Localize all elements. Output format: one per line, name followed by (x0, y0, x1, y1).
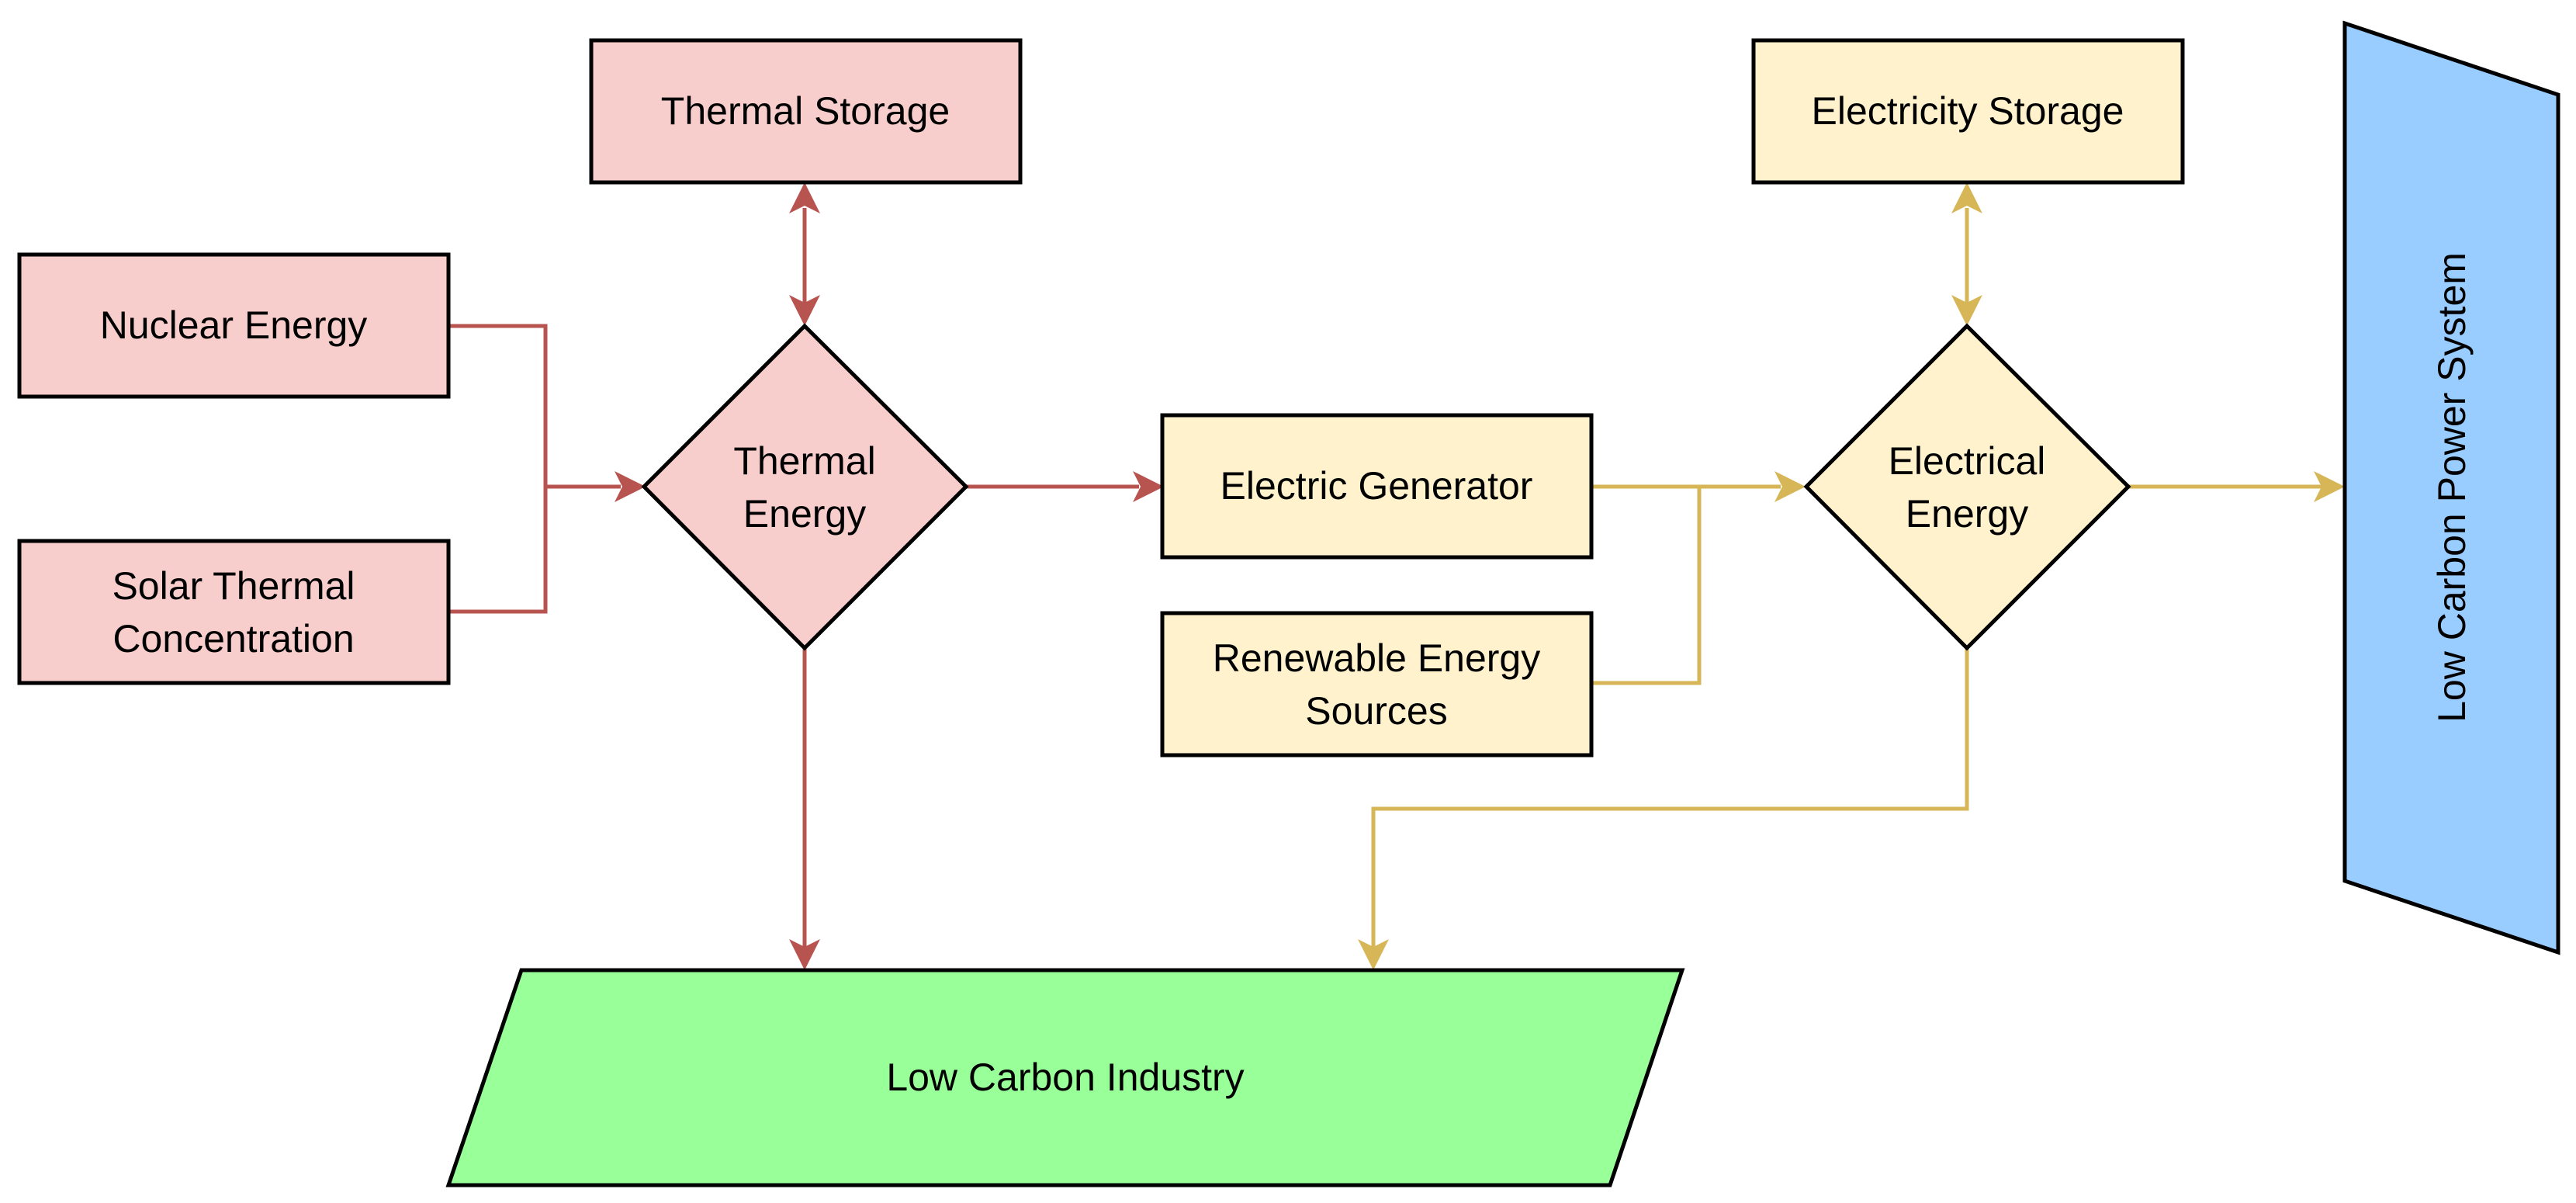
arrowhead-up (1951, 182, 1982, 213)
arrowhead-right (1774, 471, 1806, 502)
nodes-layer: Thermal Storage Nuclear Energy Solar The… (17, 20, 2560, 1187)
renewable-energy-sources-node: Renewable Energy Sources (1160, 611, 1594, 758)
edges-layer (450, 182, 2345, 970)
electrical-energy-label-line2: Energy (1906, 492, 2028, 536)
edge-electrical-energy-to-industry (1358, 648, 1969, 970)
edge-electrical-energy-to-power-system (2128, 471, 2345, 502)
low-carbon-industry-node: Low Carbon Industry (445, 968, 1685, 1187)
edge-renewable-to-electrical-energy (1592, 487, 1702, 685)
thermal-storage-label: Thermal Storage (661, 89, 950, 133)
low-carbon-power-system-label: Low Carbon Power System (2430, 252, 2474, 723)
arrowhead-up (789, 182, 820, 213)
arrowhead-down (1358, 939, 1389, 970)
low-carbon-industry-label: Low Carbon Industry (886, 1056, 1244, 1099)
edge-generator-to-electrical-energy (1592, 471, 1806, 502)
electricity-storage-label: Electricity Storage (1812, 89, 2124, 133)
thermal-storage-node: Thermal Storage (589, 38, 1023, 185)
edge-solar-to-thermal-energy (450, 471, 646, 614)
renewable-label-line2: Sources (1305, 689, 1447, 733)
arrowhead-down (1951, 295, 1982, 326)
arrowhead-down (789, 939, 820, 970)
thermal-energy-label-line1: Thermal (733, 439, 875, 483)
low-carbon-power-system-node: Low Carbon Power System (2342, 20, 2560, 955)
arrowhead-down (789, 295, 820, 326)
electrical-energy-node: Electrical Energy (1803, 323, 2131, 651)
electrical-energy-label-line1: Electrical (1889, 439, 2046, 483)
edge-thermal-storage-to-thermal-energy (789, 182, 820, 326)
arrowhead-right (1133, 471, 1164, 502)
thermal-energy-node: Thermal Energy (641, 323, 969, 651)
solar-thermal-label-line2: Concentration (113, 617, 354, 660)
electric-generator-label: Electric Generator (1220, 464, 1533, 508)
nuclear-energy-label: Nuclear Energy (100, 303, 368, 347)
electric-generator-node: Electric Generator (1160, 413, 1594, 560)
edge-thermal-energy-to-industry (789, 648, 820, 970)
solar-thermal-label-line1: Solar Thermal (112, 564, 355, 608)
electricity-storage-node: Electricity Storage (1751, 38, 2185, 185)
edge-nuclear-to-thermal-energy (450, 324, 548, 487)
renewable-label-line1: Renewable Energy (1213, 636, 1541, 680)
arrowhead-right (615, 471, 646, 502)
edge-thermal-energy-to-electric-generator (966, 471, 1164, 502)
thermal-energy-label-line2: Energy (743, 492, 866, 536)
nuclear-energy-node: Nuclear Energy (17, 252, 451, 399)
arrowhead-right (2314, 471, 2345, 502)
edge-electricity-storage-to-electrical-energy (1951, 182, 1982, 326)
solar-thermal-concentration-node: Solar Thermal Concentration (17, 539, 451, 685)
